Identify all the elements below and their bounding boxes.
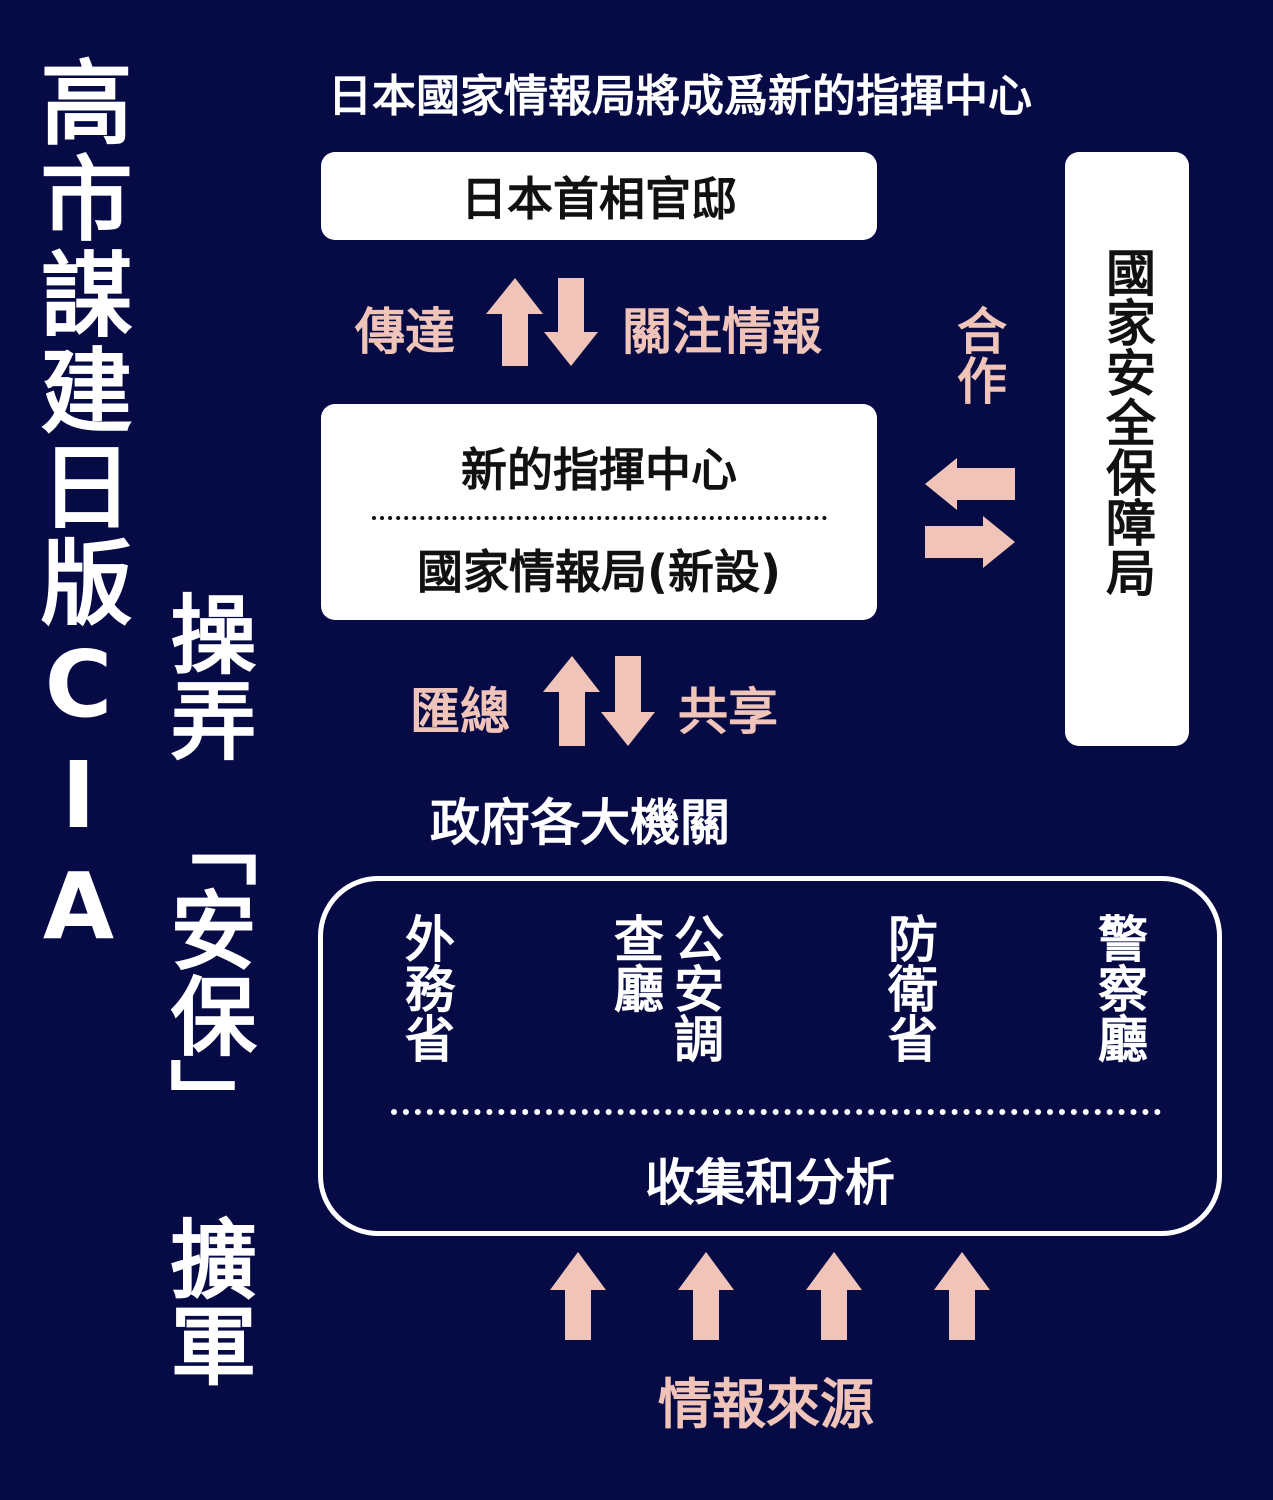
agencies-title: 政府各大機關 [430,794,730,852]
up-down-arrow-icon [543,656,655,746]
header: 日本國家情報局將成爲新的指揮中心 [328,71,1032,122]
up-down-arrow-icon [486,278,598,366]
label-cooperate: 合作 [949,305,1007,405]
dotted-divider [391,1109,1161,1115]
center-top-label: 新的指揮中心 [461,443,737,497]
label-convey: 傳達 [355,303,455,361]
agency-mod: 防衛省 [880,913,938,1063]
pm-office-box: 日本首相官邸 [321,152,877,240]
nss-box: 國家安全保障局 [1065,152,1189,746]
dotted-divider [371,516,827,520]
label-summarize: 匯總 [410,683,510,741]
subtitle-manipulate: 操弄 [155,590,255,762]
intel-sources-label: 情報來源 [658,1373,874,1436]
agency-psia: 公安調查廳 [606,913,724,1063]
command-center-box: 新的指揮中心 國家情報局(新設) [321,404,877,620]
subtitle-security: 「安保」 [155,800,255,1144]
center-bottom-label: 國家情報局(新設) [416,545,782,599]
main-title: 高市謀建日版CIA [25,55,132,964]
bidirectional-arrow-icon [925,458,1015,568]
source-arrows-icon [550,1252,990,1340]
agency-mofa: 外務省 [397,913,455,1063]
label-focus: 關注情報 [622,303,822,361]
collect-analyze-label: 收集和分析 [645,1154,895,1212]
agencies-box: 外務省 公安調查廳 防衛省 警察廳 收集和分析 [318,876,1222,1236]
label-share: 共享 [678,683,778,741]
agency-npa: 警察廳 [1090,913,1148,1063]
subtitle-military: 擴軍 [155,1215,255,1387]
